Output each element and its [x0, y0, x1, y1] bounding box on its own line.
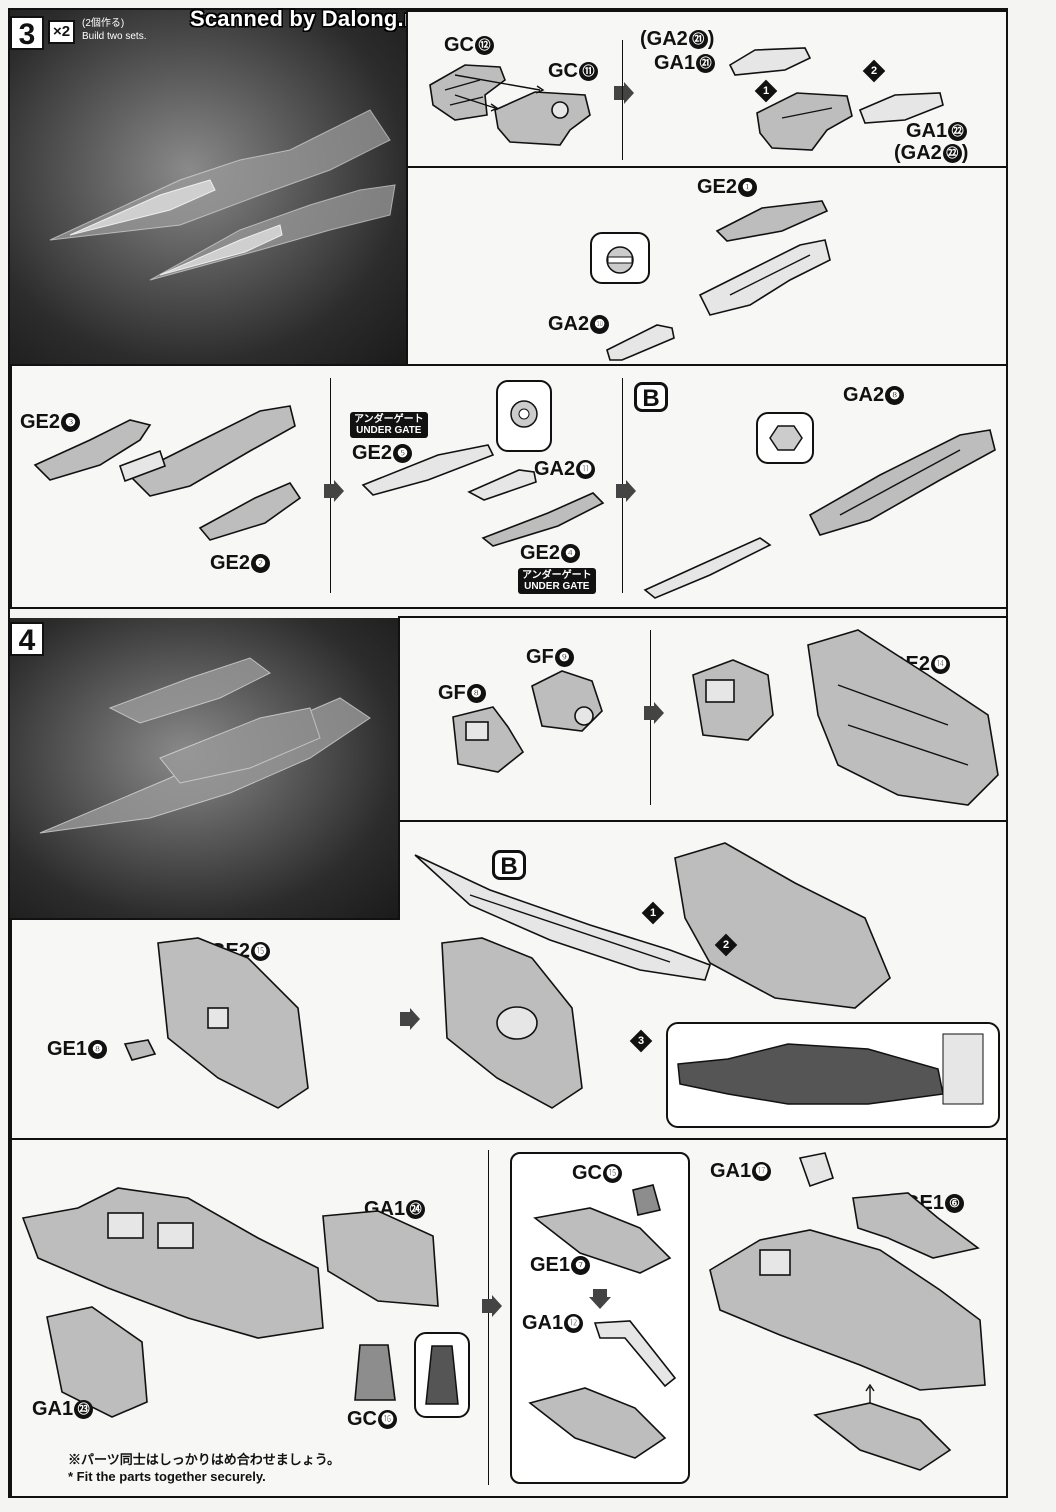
part-ge2-2 — [198, 482, 302, 541]
next-arrow-4a — [644, 702, 664, 724]
note-en: * Fit the parts together securely. — [68, 1469, 266, 1484]
part-ga1-12 — [593, 1320, 677, 1388]
step3-multiplier: ×2 — [48, 20, 76, 44]
part-ge1-6 — [852, 1192, 980, 1259]
part-gf-assembly — [692, 659, 774, 741]
part-ge2-3 — [33, 419, 152, 481]
part-gc16 — [354, 1344, 396, 1401]
arrows-gc — [454, 74, 545, 112]
part-gf9 — [531, 670, 603, 732]
part-ga1-17 — [798, 1152, 834, 1188]
step4-photo-render — [39, 657, 371, 834]
part-ge2-14 — [807, 629, 999, 806]
part-ge2-15-b — [441, 937, 583, 1109]
step4-number: 4 — [10, 622, 44, 657]
zoom-ga2-10 — [590, 232, 650, 284]
divider-4d — [488, 1150, 489, 1485]
part-ga1-23 — [46, 1306, 148, 1418]
zoom-gc16 — [414, 1332, 470, 1418]
step3-photo-render — [49, 109, 396, 281]
part-gc15 — [632, 1184, 661, 1216]
part-step4-body — [21, 1187, 324, 1339]
step3-note-en: Build two sets. — [82, 31, 147, 42]
note-jp: ※パーツ同士はしっかりはめ合わせましょう。 — [68, 1452, 340, 1467]
step3-note-jp: (2個作る) — [82, 18, 125, 29]
part-ge1-8 — [123, 1039, 157, 1061]
next-arrow-4c — [400, 1008, 420, 1030]
down-arrow-4d — [589, 1289, 611, 1309]
part-ga2-10 — [606, 324, 675, 361]
part-b-weapon-4 — [414, 854, 712, 981]
zoom-ga2-8-icon — [769, 425, 803, 451]
badge-b-step4: B — [492, 850, 526, 880]
part-b-assembly — [643, 429, 996, 599]
zoom-ga2-11-icon — [510, 400, 538, 428]
next-arrow-3c-1 — [324, 480, 344, 502]
part-ga1-24 — [322, 1210, 439, 1307]
zoom-ga2-11 — [496, 380, 552, 452]
part-ge2-main — [118, 405, 296, 497]
step3-photo — [10, 10, 408, 366]
part-ge2-5 — [361, 444, 495, 496]
part-step4-final — [709, 1229, 986, 1391]
part-ga1-22 — [858, 92, 944, 124]
zoom-4b-render — [677, 1033, 984, 1105]
part-ga2-assembly — [698, 239, 831, 316]
part-ge1-7 — [533, 1207, 672, 1274]
zoom-ga2-8 — [756, 412, 814, 464]
step4-photo — [10, 618, 400, 920]
zoom-4b — [666, 1022, 1000, 1128]
zoom-ga2-10-icon — [606, 246, 634, 274]
part-ge2-1 — [715, 200, 829, 242]
divider-3a — [622, 40, 623, 160]
badge-b-step3: B — [634, 382, 668, 412]
next-arrow-3c-2 — [616, 480, 636, 502]
part-gf8 — [452, 706, 525, 773]
part-gc12 — [429, 64, 506, 121]
part-ge1-7-final — [813, 1383, 952, 1471]
next-arrow-4d — [482, 1295, 502, 1317]
part-ge2-14-b — [674, 842, 891, 1009]
next-arrow-3a — [614, 82, 634, 104]
part-ga2-11 — [467, 469, 537, 501]
part-ge2-4 — [481, 492, 605, 547]
watermark: Scanned by Dalong.net — [190, 6, 438, 31]
part-ga1-21 — [728, 47, 812, 76]
zoom-gc16-icon — [425, 1345, 459, 1405]
part-gc-assembly-3a — [756, 92, 853, 151]
step3-number: 3 — [10, 16, 44, 51]
part-ge2-15 — [157, 937, 309, 1109]
step3-panel-b — [406, 166, 1008, 366]
part-ge1-7-b — [528, 1387, 667, 1459]
part-gc11 — [494, 91, 591, 146]
